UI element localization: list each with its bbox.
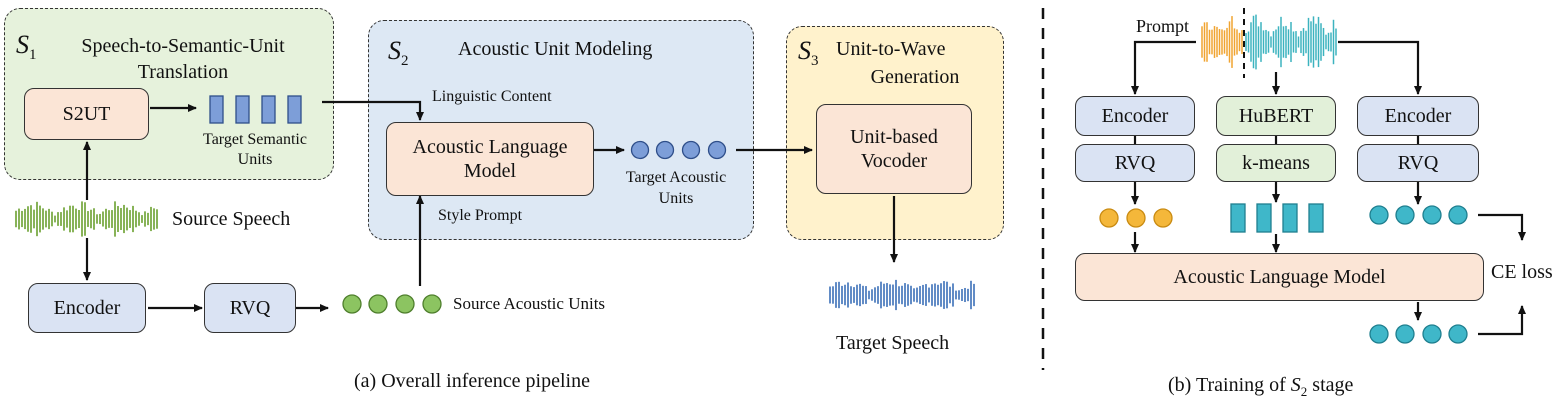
stage-s3-title-line2: Generation [870,66,960,88]
prompt-waveform [1201,16,1243,68]
prompt-rvq-units [1099,208,1173,228]
arrow-units-right-to-ce [1478,213,1526,241]
training-target-waveform [1245,14,1337,70]
semantic-unit [287,95,302,124]
source-acoustic-unit [422,294,442,314]
hubert-unit [1230,203,1246,233]
stage-s3-tag: S3 [798,36,819,70]
source-acoustic-units [342,294,442,314]
arrow-prompt-to-encoder [1131,40,1196,95]
target-speech-waveform [829,279,975,311]
unit-based-vocoder-box: Unit-based Vocoder [816,104,972,194]
s2ut-box: S2UT [24,88,149,140]
stage-s2-title: Acoustic Unit Modeling [458,38,653,60]
acoustic-language-model-train-box: Acoustic Language Model [1075,253,1484,301]
linguistic-content-label: Linguistic Content [432,88,552,105]
stage-s1-tag: S1 [16,30,37,64]
target-unit [1448,205,1468,225]
target-unit [1395,205,1415,225]
semantic-unit [235,95,250,124]
target-unit [1369,205,1389,225]
style-prompt-label: Style Prompt [438,207,523,224]
hubert-unit [1282,203,1298,233]
source-acoustic-unit [395,294,415,314]
target-unit [1422,205,1442,225]
caption-b: (b) Training of S2 stage [1168,374,1354,399]
target-semantic-units [209,95,302,124]
prompt-unit [1126,208,1146,228]
target-acoustic-units-label: Target Acoustic Units [625,169,727,207]
prompt-unit [1099,208,1119,228]
predicted-unit [1448,324,1468,344]
target-acoustic-unit [707,140,727,160]
target-acoustic-unit [655,140,675,160]
ce-loss-label: CE loss [1491,261,1553,283]
arrow-semantic-to-alm [322,100,424,121]
semantic-unit [209,95,224,124]
source-acoustic-units-label: Source Acoustic Units [453,294,606,313]
source-speech-label: Source Speech [172,208,291,230]
arrow-target-to-encoder [1338,40,1422,95]
stage-s3-title-line1: Unit-to-Wave [836,38,946,60]
prompt-unit [1153,208,1173,228]
target-semantic-units-label: Target Semantic Units [203,131,307,168]
target-speech-label: Target Speech [836,332,950,354]
prompt-label: Prompt [1136,16,1190,36]
predicted-unit [1422,324,1442,344]
hubert-unit [1308,203,1324,233]
hubert-box: HuBERT [1216,96,1336,136]
kmeans-box: k-means [1216,144,1336,182]
semantic-unit [261,95,276,124]
rvq-box: RVQ [204,283,296,333]
rvq-left-box: RVQ [1075,144,1195,182]
predicted-unit [1369,324,1389,344]
target-rvq-units [1369,205,1468,225]
target-acoustic-units [630,140,727,160]
hubert-unit [1256,203,1272,233]
stage-s2-tag: S2 [388,36,409,70]
hubert-units [1230,203,1324,233]
encoder-right-box: Encoder [1357,96,1479,136]
source-acoustic-unit [342,294,362,314]
source-speech-waveform [15,201,158,237]
predicted-unit [1395,324,1415,344]
target-acoustic-unit [681,140,701,160]
stage-s1-title: Speech-to-Semantic-Unit Translation [81,35,285,83]
arrow-pred-to-ce [1478,305,1526,336]
target-acoustic-unit [630,140,650,160]
encoder-box: Encoder [28,283,146,333]
caption-a: (a) Overall inference pipeline [354,370,590,392]
rvq-right-box: RVQ [1357,144,1479,182]
predicted-units [1369,324,1468,344]
acoustic-language-model-box: Acoustic Language Model [386,122,594,196]
encoder-left-box: Encoder [1075,96,1195,136]
source-acoustic-unit [368,294,388,314]
